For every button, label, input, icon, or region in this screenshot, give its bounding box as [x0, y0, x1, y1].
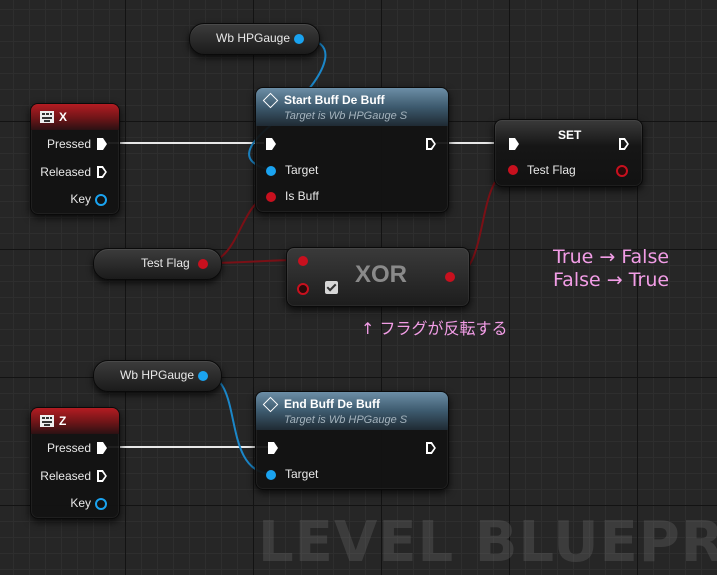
node-subtitle: Target is Wb HPGauge S [284, 110, 408, 122]
key-out-pin[interactable] [95, 498, 107, 510]
exec-out-pin-pressed[interactable] [97, 442, 107, 454]
node-title: End Buff De Buff [284, 397, 380, 411]
xor-input-b-pin[interactable] [297, 283, 309, 295]
pin-label-released: Released [40, 469, 91, 483]
pin-label-key: Key [70, 192, 91, 206]
pin-label-pressed: Pressed [46, 441, 91, 455]
test-flag-in-pin[interactable] [508, 165, 518, 175]
node-header: X [31, 104, 119, 130]
truth-annotation-line2: False → True [553, 269, 670, 291]
start-buff-debuff-node[interactable]: Start Buff De Buff Target is Wb HPGauge … [255, 87, 449, 213]
variable-out-pin[interactable] [198, 259, 208, 269]
node-title: X [59, 110, 68, 124]
node-header: Z [31, 408, 119, 434]
wb-hpgauge-variable-top[interactable]: Wb HPGauge [189, 23, 320, 55]
node-title: Z [59, 414, 67, 428]
pin-label-test-flag: Test Flag [527, 163, 576, 177]
xor-node[interactable]: XOR [286, 247, 470, 307]
exec-out-pin-pressed[interactable] [97, 138, 107, 150]
variable-label: Wb HPGauge [120, 368, 195, 382]
variable-label: Test Flag [141, 256, 190, 270]
function-icon [262, 92, 279, 109]
test-flag-out-pin[interactable] [616, 165, 628, 177]
exec-out-pin-released[interactable] [97, 166, 107, 178]
is-buff-in-pin[interactable] [266, 192, 276, 202]
wb-hpgauge-variable-bottom[interactable]: Wb HPGauge [93, 360, 222, 392]
pin-label-target: Target [285, 467, 319, 481]
pin-label-is-buff: Is Buff [285, 189, 319, 203]
variable-label: Wb HPGauge [216, 31, 291, 45]
variable-out-pin[interactable] [198, 371, 208, 381]
target-in-pin[interactable] [266, 470, 276, 480]
target-in-pin[interactable] [266, 166, 276, 176]
xor-title: XOR [355, 261, 408, 288]
variable-out-pin[interactable] [294, 34, 304, 44]
exec-out-pin[interactable] [619, 138, 629, 150]
exec-out-pin[interactable] [426, 138, 436, 150]
keyboard-icon [40, 415, 54, 427]
key-z-event-node[interactable]: Z Pressed Released Key [30, 407, 120, 519]
exec-in-pin[interactable] [266, 138, 276, 150]
function-icon [262, 396, 279, 413]
node-title: SET [558, 128, 582, 142]
key-x-event-node[interactable]: X Pressed Released Key [30, 103, 120, 215]
exec-out-pin[interactable] [426, 442, 436, 454]
truth-annotation-line1: True → False [553, 246, 670, 268]
end-buff-debuff-node[interactable]: End Buff De Buff Target is Wb HPGauge S … [255, 391, 449, 490]
level-blueprint-watermark: LEVEL BLUEPRINT [258, 510, 717, 575]
node-title: Start Buff De Buff [284, 93, 385, 107]
pin-label-target: Target [285, 163, 319, 177]
keyboard-icon [40, 111, 54, 123]
pin-label-key: Key [70, 496, 91, 510]
flip-annotation: ↑ フラグが反転する [361, 319, 508, 338]
pin-label-pressed: Pressed [46, 137, 91, 151]
exec-out-pin-released[interactable] [97, 470, 107, 482]
node-header: Start Buff De Buff Target is Wb HPGauge … [256, 88, 448, 126]
node-header: End Buff De Buff Target is Wb HPGauge S [256, 392, 448, 430]
test-flag-variable[interactable]: Test Flag [93, 248, 222, 280]
xor-output-pin[interactable] [445, 272, 455, 282]
exec-in-pin[interactable] [509, 138, 519, 150]
pin-label-released: Released [40, 165, 91, 179]
xor-input-b-checkbox[interactable] [325, 281, 338, 294]
xor-input-a-pin[interactable] [298, 256, 308, 266]
set-test-flag-node[interactable]: SET Test Flag [494, 119, 643, 187]
exec-in-pin[interactable] [268, 442, 278, 454]
key-out-pin[interactable] [95, 194, 107, 206]
node-subtitle: Target is Wb HPGauge S [284, 414, 408, 426]
